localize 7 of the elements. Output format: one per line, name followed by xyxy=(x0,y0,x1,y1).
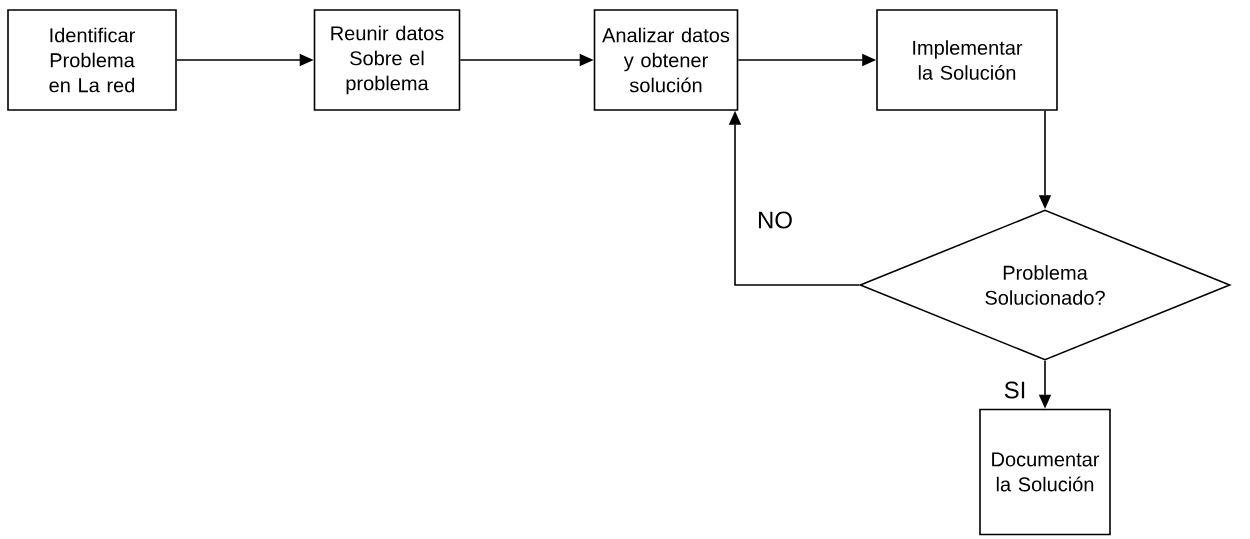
process-box: Identificar Problema en La red xyxy=(7,9,177,111)
process-box: Implementar la Solución xyxy=(876,9,1058,111)
process-box: Documentar la Solución xyxy=(979,408,1111,536)
process-box: Analizar datos y obtener solución xyxy=(593,9,739,111)
edge-label: NO xyxy=(755,209,795,231)
process-box: Reunir datos Sobre el problema xyxy=(313,9,461,111)
edge-label: SI xyxy=(1001,379,1029,401)
